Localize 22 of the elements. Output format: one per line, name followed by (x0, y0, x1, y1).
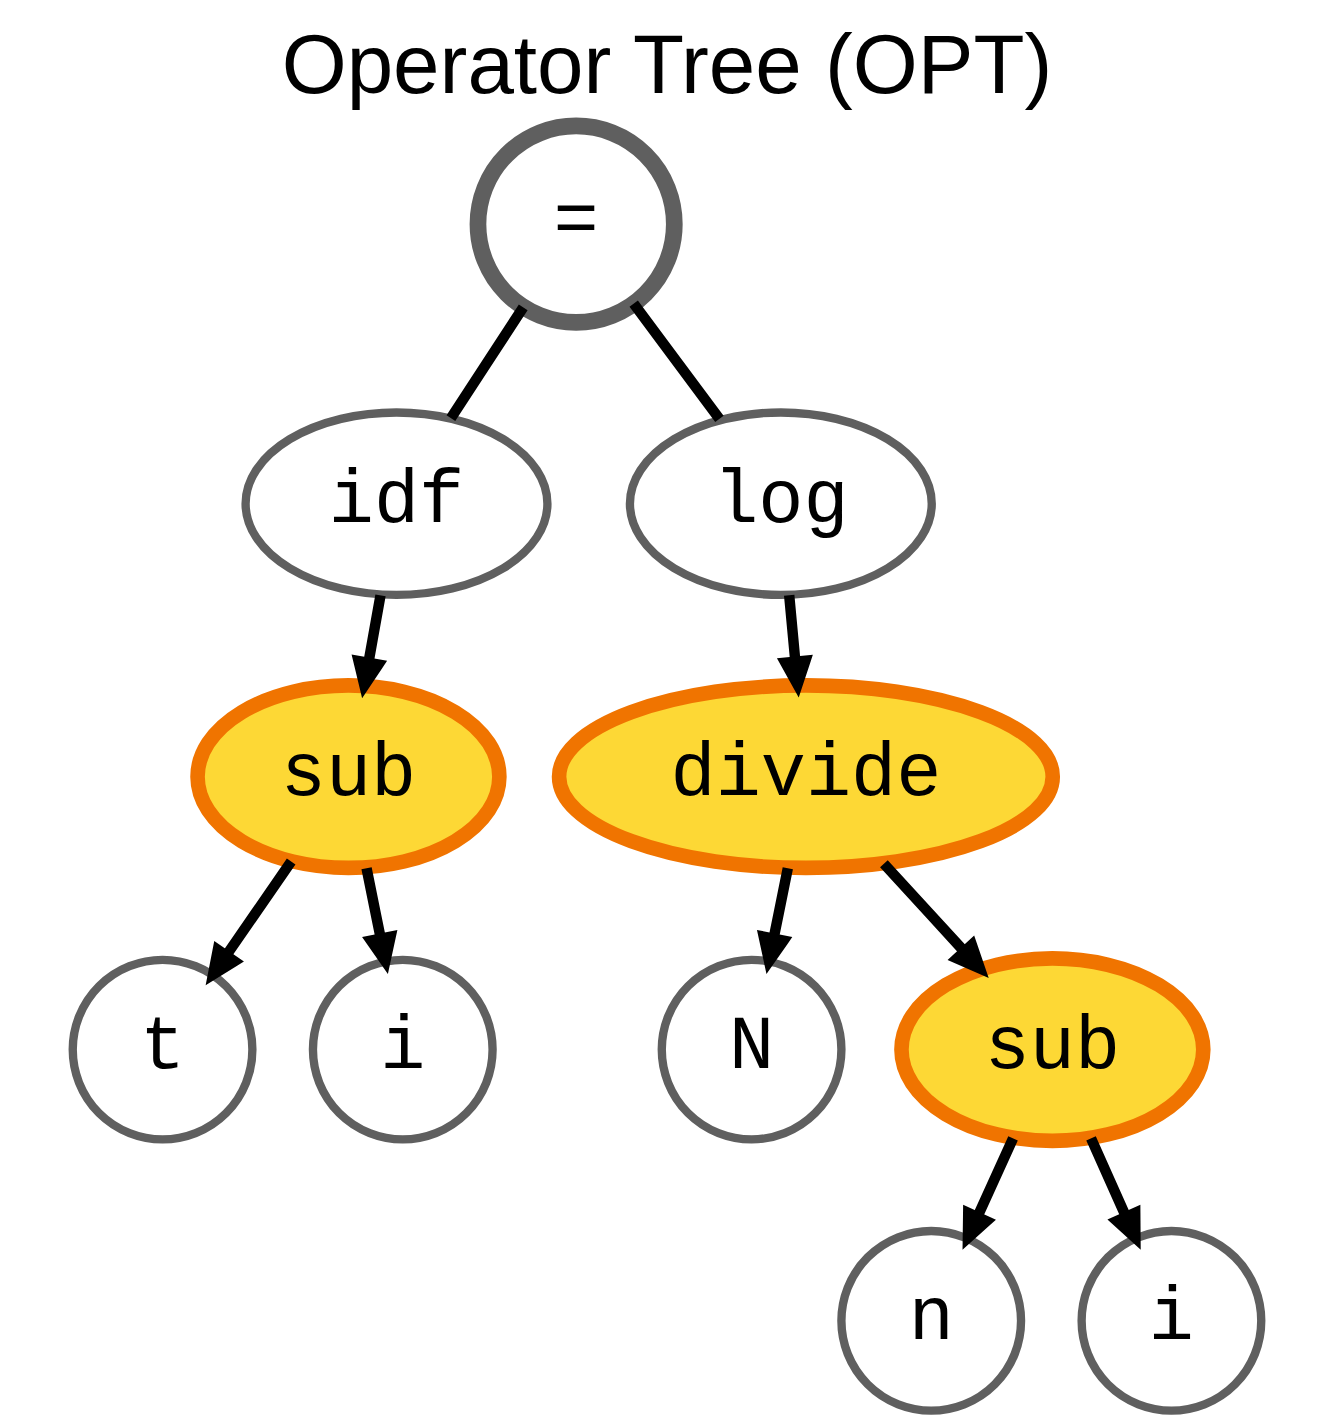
connector (446, 304, 528, 421)
node-ellipse: divide (551, 677, 1060, 875)
arrow (776, 594, 813, 698)
node-ellipse: sub (189, 677, 507, 875)
node-circle: i (1076, 1226, 1265, 1415)
arrow (756, 866, 793, 974)
node-circle: i (308, 955, 497, 1144)
diagram-title: Operator Tree (OPT) (281, 16, 1052, 111)
node-circle: n (836, 1226, 1025, 1415)
arrow (879, 859, 989, 978)
connector (629, 300, 724, 422)
node-ellipse: idf (240, 407, 552, 599)
arrow (360, 866, 397, 974)
arrow (205, 858, 295, 985)
arrow (1085, 1135, 1141, 1250)
arrow (962, 1135, 1018, 1250)
node-circle: t (68, 955, 257, 1144)
arrow (351, 593, 387, 698)
node-ellipse: sub (893, 950, 1211, 1148)
node-circle: = (469, 117, 683, 331)
node-ellipse: log (625, 407, 936, 599)
node-circle: N (657, 955, 846, 1144)
